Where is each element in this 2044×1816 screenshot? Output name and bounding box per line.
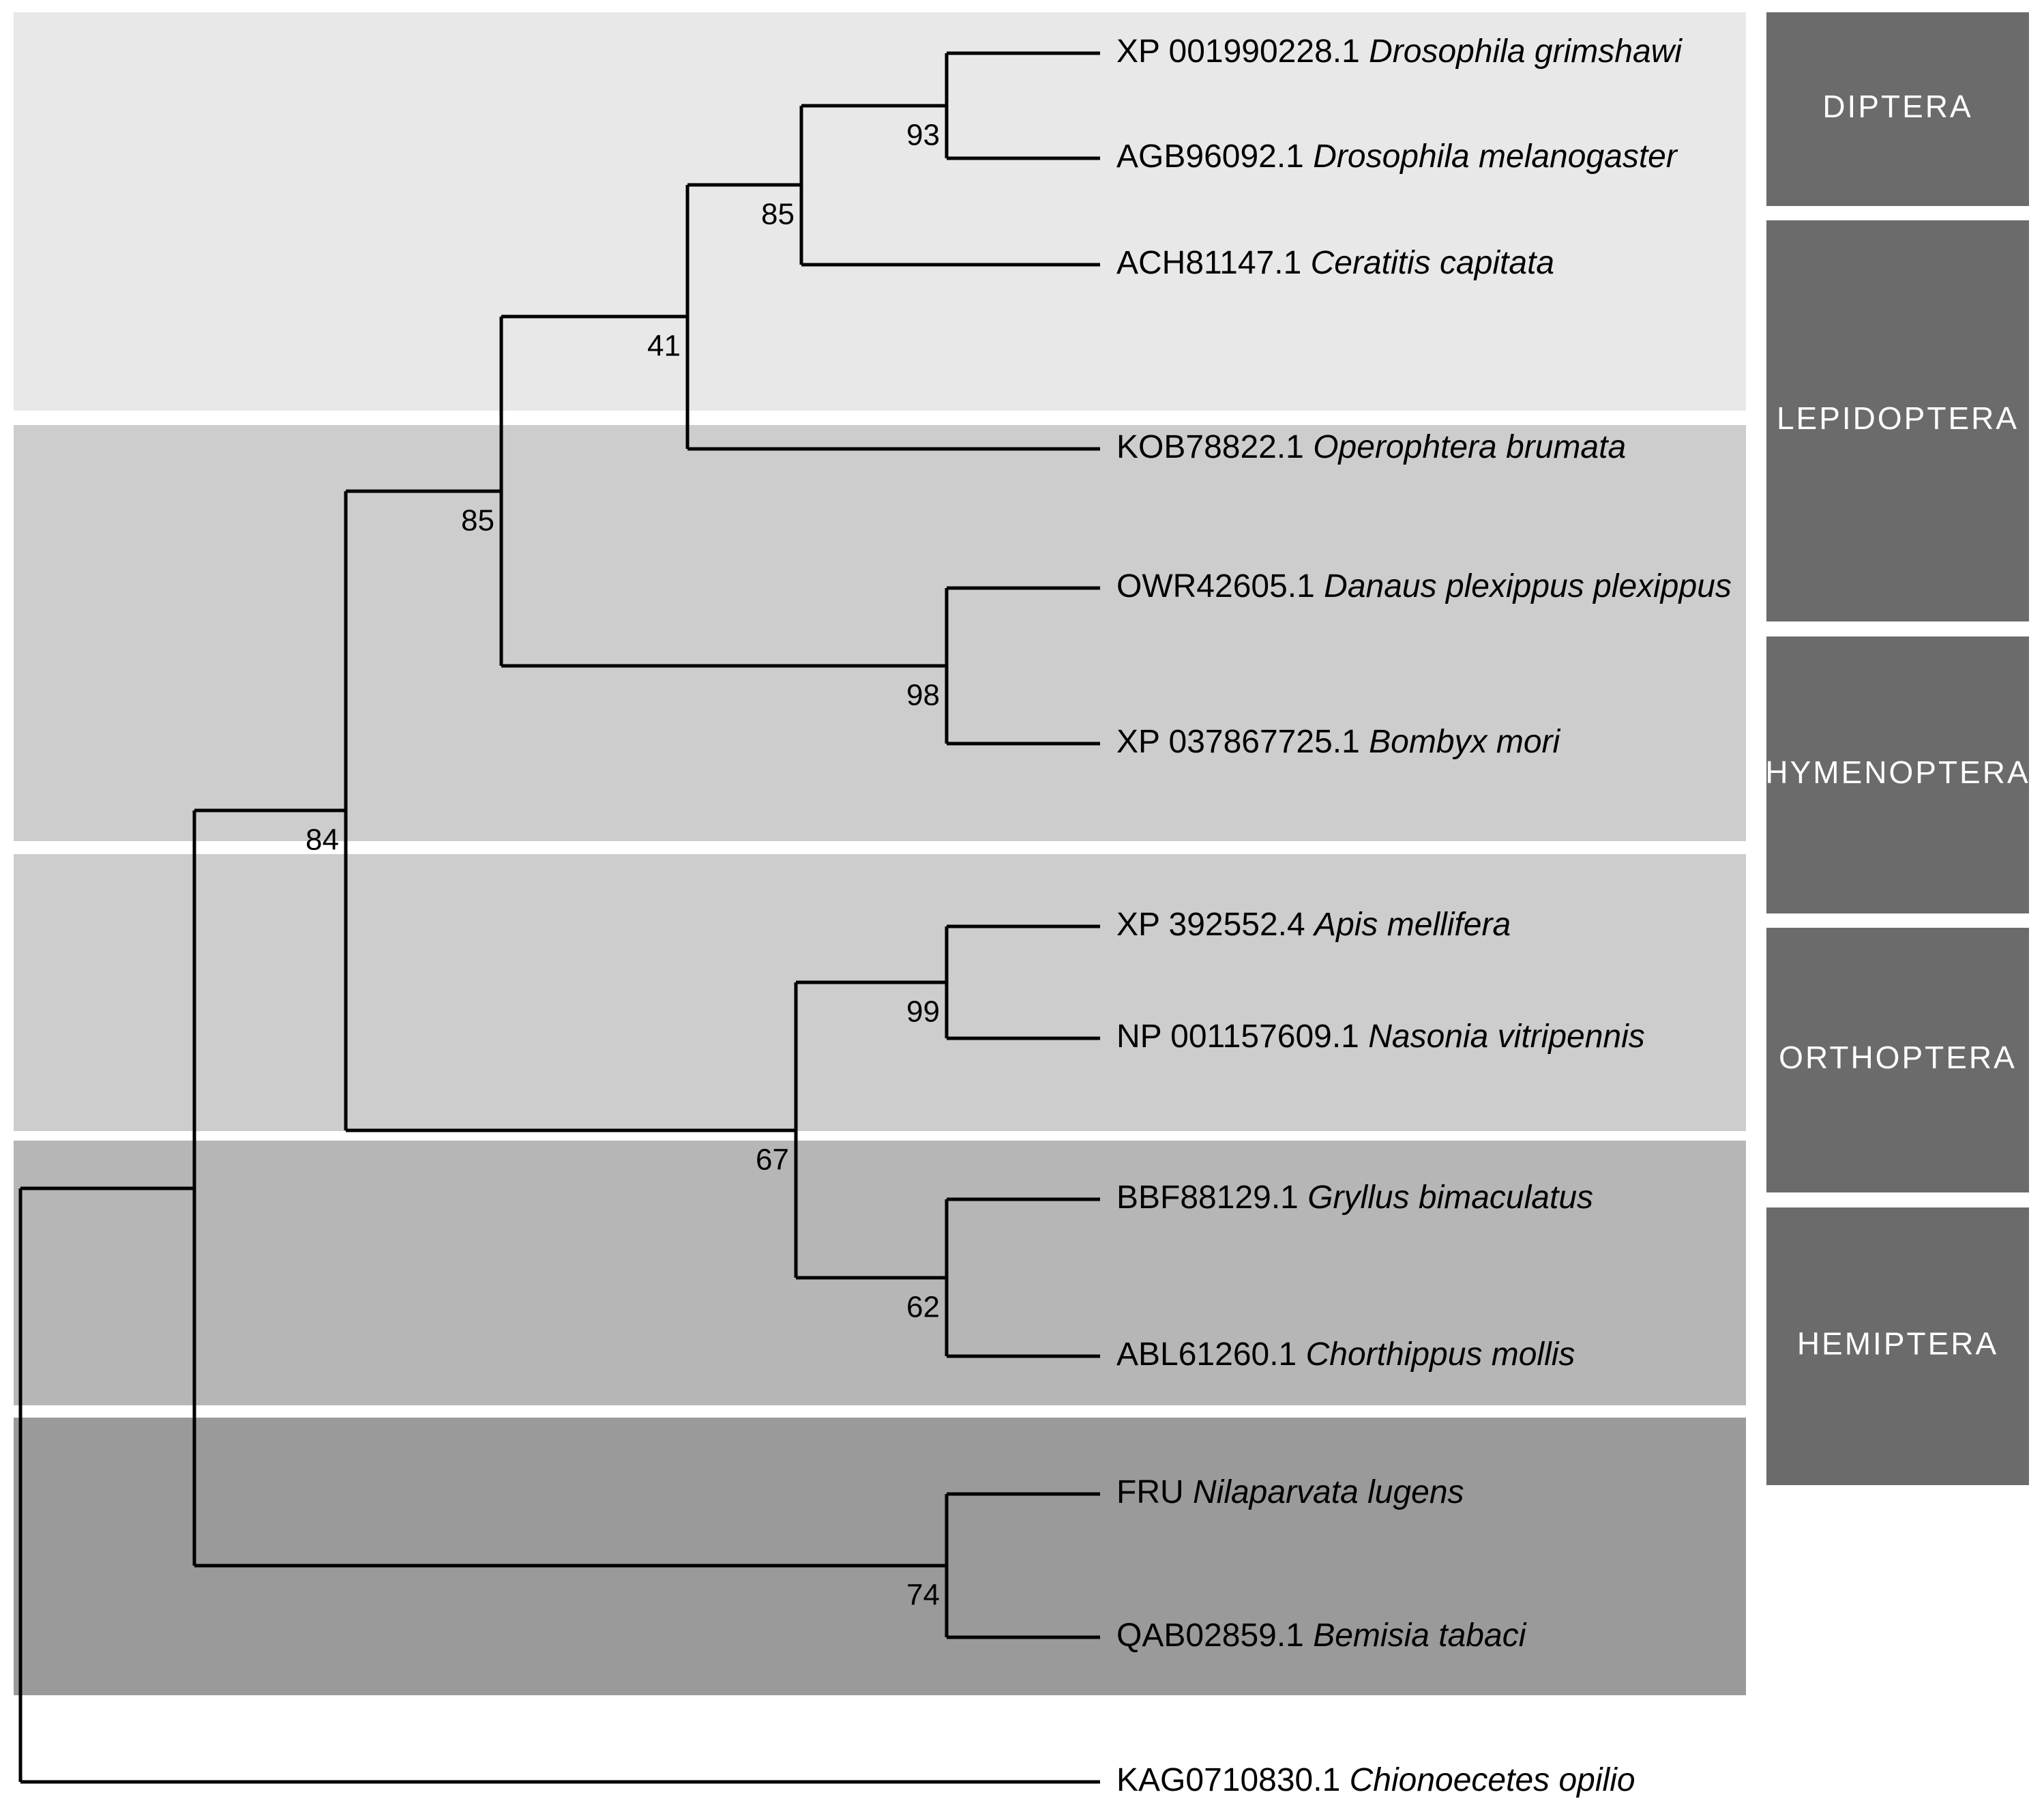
tip-accession-t11: FRU <box>1116 1474 1193 1510</box>
clade-bands-layer <box>14 12 1746 1695</box>
tip-label-t2: AGB96092.1 Drosophila melanogaster <box>1116 138 1678 175</box>
clade-band-diptera <box>14 12 1746 411</box>
bootstrap-support-layer: 93 85 41 98 85 99 62 67 84 74 <box>306 119 940 1612</box>
order-box-orthoptera <box>1766 928 2029 1192</box>
tip-species-t5: Danaus plexippus plexippus <box>1324 568 1732 604</box>
tip-accession-t12: QAB02859.1 <box>1116 1617 1313 1654</box>
tip-accession-t2: AGB96092.1 <box>1116 138 1313 175</box>
tip-accession-t7: XP 392552.4 <box>1116 907 1314 943</box>
tree-branches-layer <box>18 51 1100 1784</box>
tip-accession-t5: OWR42605.1 <box>1116 568 1324 604</box>
tip-species-t12: Bemisia tabaci <box>1313 1617 1526 1654</box>
bootstrap-value-n74: 74 <box>906 1579 940 1612</box>
bootstrap-value-n85b: 85 <box>461 504 494 538</box>
bootstrap-value-n98: 98 <box>906 679 940 712</box>
tip-species-t7: Apis mellifera <box>1312 907 1511 943</box>
tip-label-t12: QAB02859.1 Bemisia tabaci <box>1116 1617 1527 1654</box>
order-box-hymenoptera <box>1766 636 2029 913</box>
tip-species-t13: Chionoecetes opilio <box>1350 1762 1635 1798</box>
tip-accession-t13: KAG0710830.1 <box>1116 1762 1350 1798</box>
tip-label-t6: XP 037867725.1 Bombyx mori <box>1116 724 1561 760</box>
clade-band-orthoptera <box>14 1141 1746 1405</box>
tip-label-t7: XP 392552.4 Apis mellifera <box>1116 907 1511 943</box>
order-boxes-layer: DIPTERA LEPIDOPTERA HYMENOPTERA ORTHOPTERA H… <box>1765 12 2030 1485</box>
tip-label-t4: KOB78822.1 Operophtera brumata <box>1116 429 1626 465</box>
tip-species-t11: Nilaparvata lugens <box>1193 1474 1464 1510</box>
tip-species-t10: Chorthippus mollis <box>1306 1336 1575 1373</box>
tip-labels-layer: XP 001990228.1 Drosophila grimshawiAGB96… <box>1116 33 1732 1798</box>
bootstrap-value-n93: 93 <box>906 119 940 152</box>
tip-species-t6: Bombyx mori <box>1369 724 1560 760</box>
order-label-hemiptera: HEMIPTERA <box>1797 1326 1998 1362</box>
clade-band-lepidoptera <box>14 425 1746 841</box>
tip-species-t9: Gryllus bimaculatus <box>1307 1180 1593 1216</box>
tip-label-t3: ACH81147.1 Ceratitis capitata <box>1116 245 1554 281</box>
order-label-orthoptera: ORTHOPTERA <box>1779 1040 2017 1075</box>
tip-species-t4: Operophtera brumata <box>1313 429 1626 465</box>
tip-label-t13: KAG0710830.1 Chionoecetes opilio <box>1116 1762 1635 1798</box>
clade-band-hymenoptera <box>14 854 1746 1131</box>
tip-species-t8: Nasonia vitripennis <box>1368 1019 1645 1055</box>
clade-band-hemiptera <box>14 1418 1746 1695</box>
bootstrap-value-n99: 99 <box>906 995 940 1029</box>
bootstrap-value-n67: 67 <box>756 1143 789 1177</box>
bootstrap-value-n41: 41 <box>647 329 681 363</box>
bootstrap-value-n84: 84 <box>306 823 339 857</box>
tip-label-t9: BBF88129.1 Gryllus bimaculatus <box>1116 1180 1593 1216</box>
tip-label-t5: OWR42605.1 Danaus plexippus plexippus <box>1116 568 1732 604</box>
tip-accession-t1: XP 001990228.1 <box>1116 33 1369 70</box>
tip-label-t1: XP 001990228.1 Drosophila grimshawi <box>1116 33 1683 70</box>
tip-label-t10: ABL61260.1 Chorthippus mollis <box>1116 1336 1575 1373</box>
order-box-hemiptera <box>1766 1207 2029 1485</box>
tip-accession-t3: ACH81147.1 <box>1116 245 1311 281</box>
tip-species-t3: Ceratitis capitata <box>1311 245 1555 281</box>
tip-accession-t9: BBF88129.1 <box>1116 1180 1307 1216</box>
tip-accession-t8: NP 001157609.1 <box>1116 1019 1368 1055</box>
tip-species-t1: Drosophila grimshawi <box>1369 33 1683 70</box>
order-label-hymenoptera: HYMENOPTERA <box>1765 755 2030 790</box>
tip-accession-t10: ABL61260.1 <box>1116 1336 1306 1373</box>
tip-accession-t4: KOB78822.1 <box>1116 429 1313 465</box>
order-label-diptera: DIPTERA <box>1822 89 1972 124</box>
tip-species-t2: Drosophila melanogaster <box>1313 138 1678 175</box>
bootstrap-value-n62: 62 <box>906 1291 940 1324</box>
order-label-lepidoptera: LEPIDOPTERA <box>1777 400 2019 436</box>
bootstrap-value-n85a: 85 <box>761 198 795 231</box>
tip-label-t8: NP 001157609.1 Nasonia vitripennis <box>1116 1019 1645 1055</box>
tip-label-t11: FRU Nilaparvata lugens <box>1116 1474 1464 1510</box>
order-box-lepidoptera <box>1766 220 2029 621</box>
order-box-diptera <box>1766 12 2029 206</box>
tip-accession-t6: XP 037867725.1 <box>1116 724 1369 760</box>
